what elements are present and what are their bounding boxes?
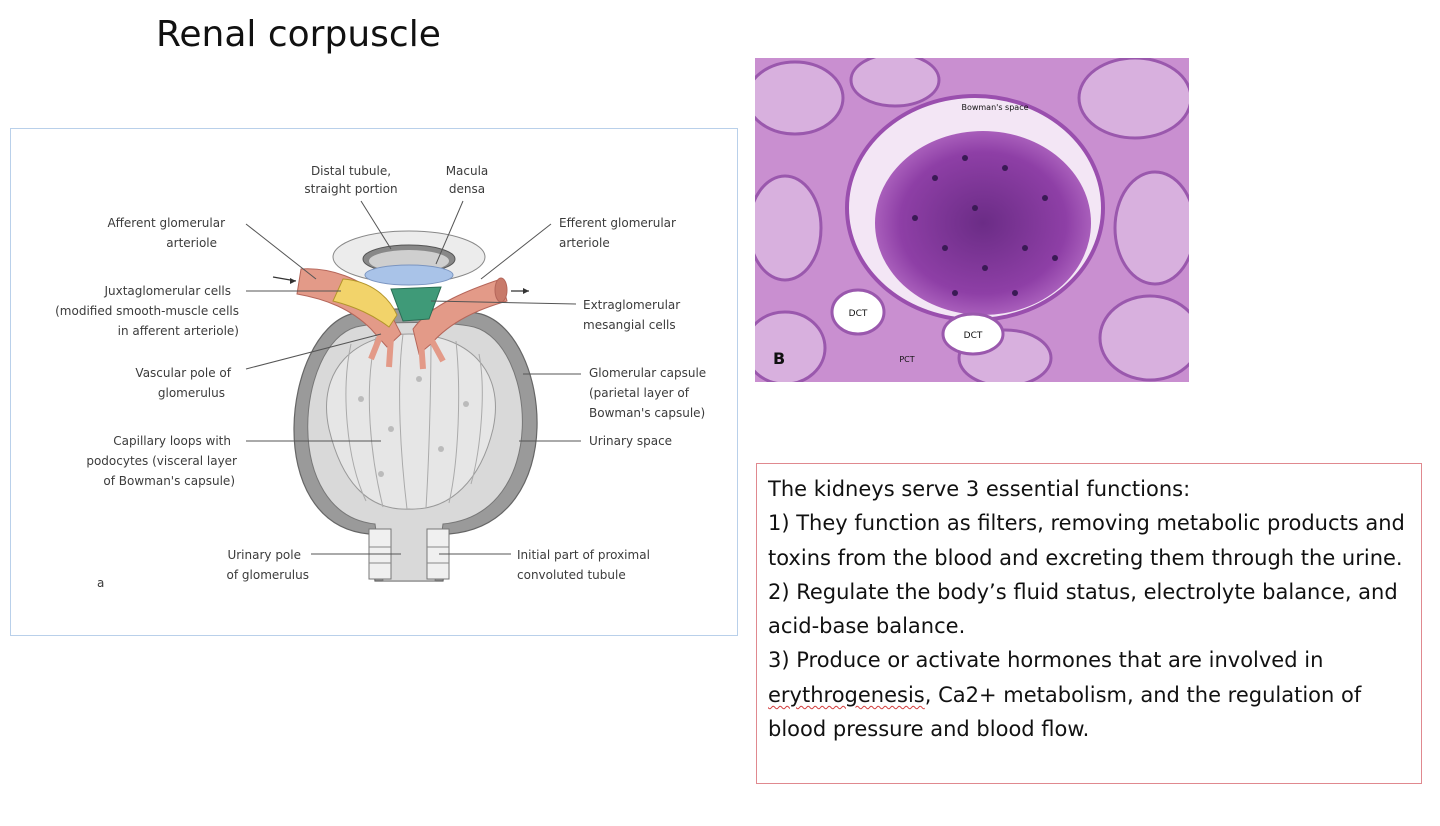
label-proximal-tubule-2: convoluted tubule <box>517 568 626 582</box>
micrograph-label-dct-left: DCT <box>849 309 868 319</box>
label-capillary-loops-3: of Bowman's capsule) <box>103 474 235 488</box>
label-vascular-pole-2: glomerulus <box>158 386 225 400</box>
panel-letter-b: B <box>773 349 785 368</box>
diagram-illustration: Distal tubule, straight portion Macula d… <box>55 164 706 590</box>
label-capillary-loops-2: podocytes (visceral layer <box>86 454 237 468</box>
label-distal-tubule: Distal tubule, <box>311 164 391 178</box>
label-urinary-pole-2: of glomerulus <box>227 568 309 582</box>
label-vascular-pole: Vascular pole of <box>135 366 231 380</box>
label-afferent-arteriole-2: arteriole <box>166 236 217 250</box>
arterioles <box>272 268 529 370</box>
label-urinary-space: Urinary space <box>589 434 672 448</box>
capillary-loops <box>326 333 496 510</box>
leader-lines <box>245 200 581 555</box>
label-distal-tubule-2: straight portion <box>304 182 397 196</box>
label-juxtaglomerular-cells-2: (modified smooth-muscle cells <box>55 304 239 318</box>
label-glomerular-capsule: Glomerular capsule <box>589 366 706 380</box>
function-point-3-start: 3) Produce or activate hormones that are… <box>768 648 1324 673</box>
label-extraglomerular-mesangial: Extraglomerular <box>583 298 680 312</box>
label-efferent-arteriole-2: arteriole <box>559 236 610 250</box>
slide-title: Renal corpuscle <box>156 14 441 55</box>
function-point-3-end: , Ca2+ metabolism, and the regulation of… <box>768 682 1362 742</box>
function-point-3: 3) Produce or activate hormones that are… <box>768 643 1411 746</box>
distal-tubule <box>332 230 486 286</box>
label-proximal-tubule: Initial part of proximal <box>517 548 650 562</box>
label-efferent-arteriole: Efferent glomerular <box>559 216 676 230</box>
renal-corpuscle-diagram: Distal tubule, straight portion Macula d… <box>10 128 738 636</box>
functions-intro: The kidneys serve 3 essential functions: <box>768 477 1191 501</box>
spellcheck-word: erythrogenesis <box>768 682 925 707</box>
panel-letter-a: a <box>97 576 104 590</box>
micrograph-label-pct: PCT <box>899 355 914 364</box>
label-capillary-loops: Capillary loops with <box>113 434 231 448</box>
label-extraglomerular-mesangial-2: mesangial cells <box>583 318 676 332</box>
label-glomerular-capsule-2: (parietal layer of <box>589 386 690 400</box>
label-urinary-pole: Urinary pole <box>227 548 301 562</box>
function-point-1: 1) They function as filters, removing me… <box>768 511 1405 570</box>
micrograph-label-dct-right: DCT <box>964 331 983 341</box>
micrograph-image: Bowman's space DCT DCT PCT B <box>755 58 1189 382</box>
label-juxtaglomerular-cells: Juxtaglomerular cells <box>103 284 231 298</box>
glomerulus-micrograph: Bowman's space DCT DCT PCT B <box>755 58 1189 382</box>
label-juxtaglomerular-cells-3: in afferent arteriole) <box>118 324 239 338</box>
micrograph-label-bowmans-space: Bowman's space <box>961 103 1028 112</box>
kidney-functions-textbox: The kidneys serve 3 essential functions:… <box>756 463 1422 784</box>
label-macula-densa-2: densa <box>449 182 485 196</box>
label-afferent-arteriole: Afferent glomerular <box>107 216 225 230</box>
label-macula-densa: Macula <box>446 164 489 178</box>
label-glomerular-capsule-3: Bowman's capsule) <box>589 406 705 420</box>
function-point-2: 2) Regulate the body’s fluid status, ele… <box>768 579 1398 639</box>
